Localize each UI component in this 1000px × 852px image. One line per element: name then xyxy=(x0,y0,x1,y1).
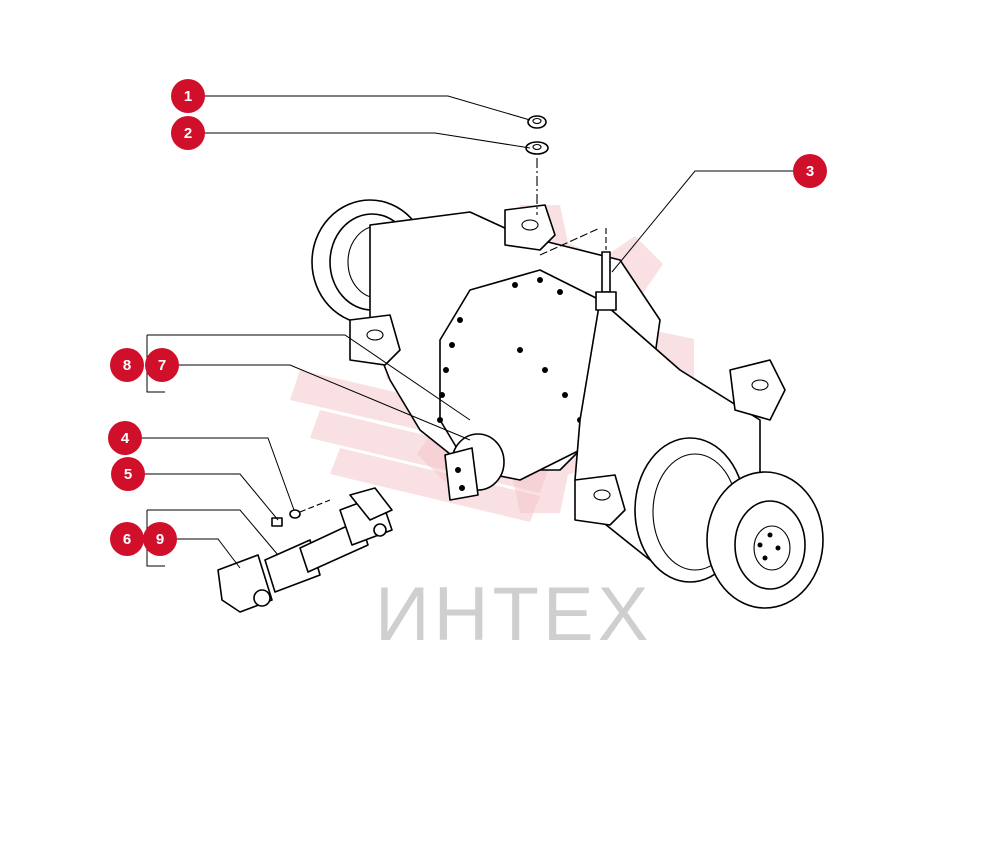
callout-5: 5 xyxy=(111,457,145,491)
callout-1: 1 xyxy=(171,79,205,113)
callout-2: 2 xyxy=(171,116,205,150)
leader-lines xyxy=(125,95,810,569)
callout-2-label: 2 xyxy=(184,125,192,142)
watermark-text: ИНТЕХ xyxy=(375,572,652,657)
top-mount-bracket xyxy=(504,204,556,251)
differential-bolt-ring xyxy=(437,277,583,423)
shaft-screw xyxy=(271,517,283,527)
callout-8: 8 xyxy=(110,348,144,382)
callout-6: 6 xyxy=(110,522,144,556)
differential-housing xyxy=(439,269,611,481)
callout-7-label: 7 xyxy=(158,357,166,374)
callout-5-label: 5 xyxy=(124,466,132,483)
axle-assembly xyxy=(311,199,824,609)
mounting-bolt xyxy=(539,227,617,311)
callout-9: 9 xyxy=(143,522,177,556)
shaft-washer xyxy=(289,509,301,519)
callout-9-label: 9 xyxy=(156,531,164,548)
callout-4-label: 4 xyxy=(121,430,130,447)
callout-1-label: 1 xyxy=(184,88,192,105)
pinion-flange xyxy=(444,433,505,501)
nut xyxy=(527,115,547,129)
callout-3-label: 3 xyxy=(806,163,814,180)
washer xyxy=(525,141,549,155)
callout-8-label: 8 xyxy=(123,357,131,374)
callout-7: 7 xyxy=(145,348,179,382)
callout-3: 3 xyxy=(793,154,827,188)
right-sprocket xyxy=(706,471,824,609)
callout-4: 4 xyxy=(108,421,142,455)
callout-6-label: 6 xyxy=(123,531,131,548)
drive-shaft xyxy=(217,487,393,613)
